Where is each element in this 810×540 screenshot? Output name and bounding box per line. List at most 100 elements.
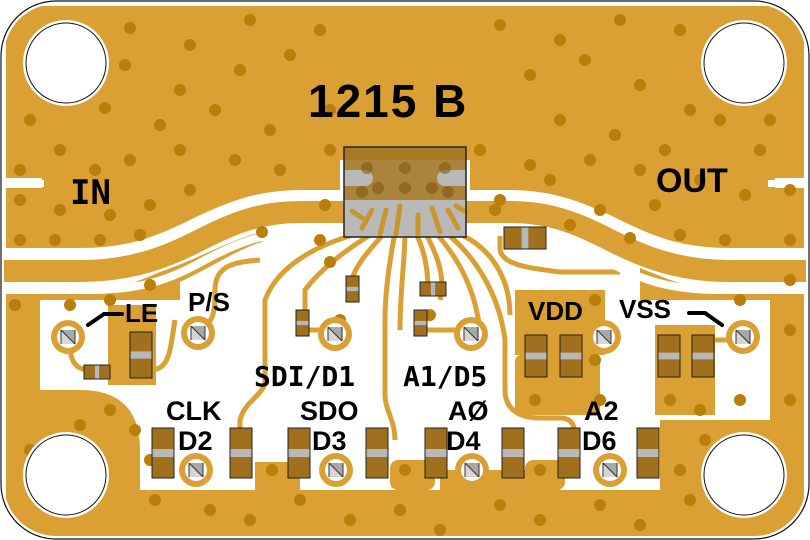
- via-icon: [434, 524, 446, 536]
- via-icon: [361, 162, 373, 174]
- via-icon: [739, 189, 751, 201]
- test-point-icon[interactable]: [587, 320, 621, 354]
- via-icon: [609, 129, 621, 141]
- via-icon: [124, 154, 136, 166]
- via-icon: [49, 234, 61, 246]
- ps-label: P/S: [188, 287, 230, 317]
- via-icon: [229, 154, 241, 166]
- ic-package: [343, 146, 469, 238]
- via-icon: [634, 519, 646, 531]
- via-icon: [784, 184, 796, 196]
- d2-label: D2: [178, 426, 213, 456]
- via-icon: [579, 54, 591, 66]
- via-icon: [74, 419, 86, 431]
- via-field: [9, 14, 796, 536]
- via-icon: [634, 164, 646, 176]
- mounting-hole-top-left: [23, 20, 109, 106]
- mounting-hole-icon: [703, 22, 785, 104]
- a0-label: AØ: [448, 396, 489, 426]
- test-point-icon[interactable]: [51, 320, 85, 354]
- via-icon: [14, 234, 26, 246]
- via-icon: [324, 144, 336, 156]
- via-icon: [584, 154, 596, 166]
- via-icon: [564, 219, 576, 231]
- via-icon: [624, 232, 636, 244]
- smd-component: [559, 334, 583, 378]
- via-icon: [714, 114, 726, 126]
- via-icon: [594, 394, 606, 406]
- smd-component: [287, 427, 311, 479]
- via-icon: [104, 404, 116, 416]
- d3-label: D3: [312, 426, 347, 456]
- via-icon: [372, 182, 384, 194]
- test-point-icon[interactable]: [318, 317, 352, 351]
- smd-component: [419, 281, 447, 297]
- via-icon: [554, 114, 566, 126]
- via-icon: [124, 22, 136, 34]
- via-icon: [244, 14, 256, 26]
- via-icon: [129, 424, 141, 436]
- d4-label: D4: [446, 426, 481, 456]
- via-icon: [699, 434, 711, 446]
- via-icon: [234, 64, 246, 76]
- via-icon: [684, 494, 696, 506]
- via-icon: [256, 226, 268, 238]
- via-icon: [399, 162, 411, 174]
- components: [83, 226, 715, 479]
- via-icon: [14, 164, 26, 176]
- smd-component: [151, 427, 175, 479]
- via-icon: [266, 464, 278, 476]
- via-icon: [694, 404, 706, 416]
- smd-component: [295, 309, 310, 337]
- d6-label: D6: [582, 426, 617, 456]
- via-icon: [64, 299, 76, 311]
- via-icon: [399, 464, 411, 476]
- via-icon: [734, 294, 746, 306]
- via-icon: [204, 504, 216, 516]
- test-point-icon[interactable]: [179, 453, 213, 487]
- test-point-icon[interactable]: [726, 320, 760, 354]
- via-icon: [534, 514, 546, 526]
- via-icon: [784, 324, 796, 336]
- in-port-label: IN: [70, 173, 111, 213]
- a1-d5-label: A1/D5: [403, 360, 487, 393]
- clk-label: CLK: [166, 396, 222, 426]
- via-icon: [614, 14, 626, 26]
- test-point-icon[interactable]: [593, 453, 627, 487]
- via-icon: [356, 186, 368, 198]
- smd-component: [413, 309, 428, 337]
- via-icon: [119, 59, 131, 71]
- smd-component: [345, 275, 360, 303]
- test-point-icon[interactable]: [454, 317, 488, 351]
- via-icon: [149, 494, 161, 506]
- test-point-icon[interactable]: [455, 453, 489, 487]
- rf-trace-out: [465, 201, 806, 282]
- test-point-icon[interactable]: [181, 316, 215, 350]
- via-icon: [99, 102, 111, 114]
- via-icon: [534, 464, 546, 476]
- via-icon: [54, 144, 66, 156]
- mounting-hole-bottom-right: [701, 432, 787, 518]
- sdi-d1-label: SDI/D1: [254, 360, 355, 393]
- via-icon: [89, 164, 101, 176]
- via-icon: [734, 394, 746, 406]
- via-icon: [674, 24, 686, 36]
- sdo-label: SDO: [300, 396, 359, 426]
- test-point-icon[interactable]: [319, 453, 353, 487]
- via-icon: [659, 144, 671, 156]
- via-icon: [594, 204, 606, 216]
- via-icon: [324, 256, 336, 268]
- via-icon: [674, 464, 686, 476]
- via-icon: [589, 294, 601, 306]
- via-icon: [174, 84, 186, 96]
- mounting-hole-icon: [25, 434, 107, 516]
- via-icon: [494, 499, 506, 511]
- le-label: LE: [125, 298, 158, 328]
- smd-component: [365, 427, 389, 479]
- smd-component: [636, 427, 660, 479]
- via-icon: [694, 174, 706, 186]
- via-icon: [314, 24, 326, 36]
- rf-trace-in: [4, 201, 345, 282]
- smd-component: [691, 334, 715, 378]
- via-icon: [474, 144, 486, 156]
